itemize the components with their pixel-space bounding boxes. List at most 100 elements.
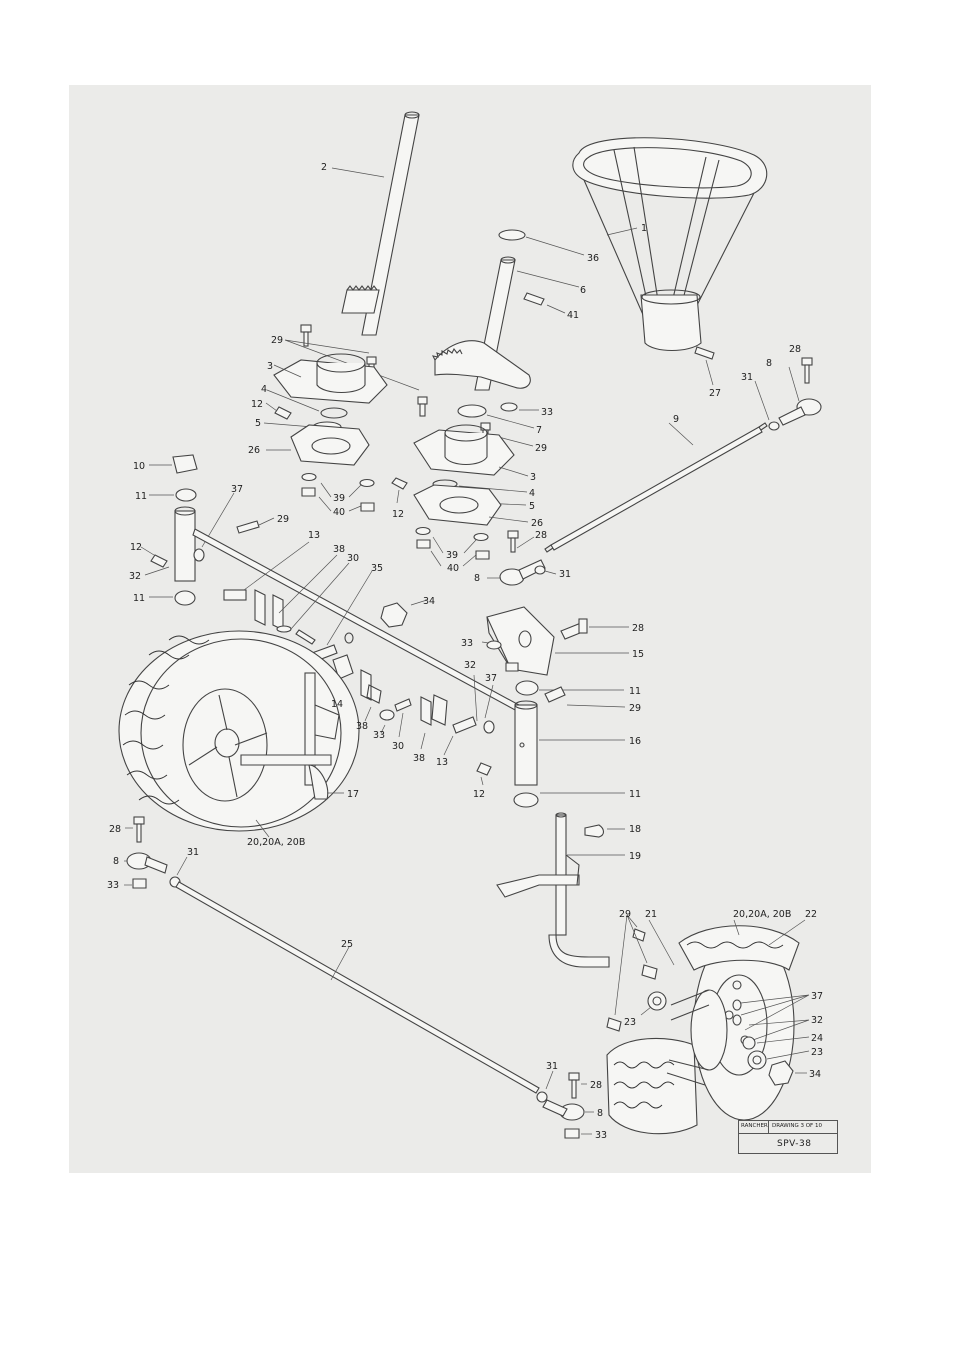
callout: 28	[632, 623, 644, 634]
callout: 41	[567, 310, 579, 321]
callout: 39	[446, 550, 458, 561]
title-block: RANCHER DRAWING 3 OF 10 SPV-38	[738, 1120, 838, 1154]
callout: 33	[107, 880, 119, 891]
grease-fitting-12-left	[275, 407, 291, 419]
callout: 31	[187, 847, 199, 858]
callout: 30	[392, 741, 404, 752]
callout: 23	[811, 1047, 823, 1058]
callout: 15	[632, 649, 644, 660]
callout: 40	[333, 507, 345, 518]
callout: 9	[673, 414, 679, 425]
callout: 27	[709, 388, 721, 399]
callout: 33	[541, 407, 553, 418]
nut-31-mid	[535, 566, 545, 574]
steering-column	[342, 112, 419, 335]
callout: 8	[597, 1108, 603, 1119]
sector-shaft	[433, 257, 530, 390]
bolt-29-right-low	[545, 687, 565, 702]
title-block-header: RANCHER DRAWING 3 OF 10	[739, 1121, 837, 1134]
steering-wheel	[573, 138, 767, 351]
callout: 19	[629, 851, 641, 862]
callout: 4	[261, 384, 267, 395]
callout: 4	[529, 488, 535, 499]
pin-27	[695, 347, 714, 359]
callout: 38	[413, 753, 425, 764]
callout: 2	[321, 162, 327, 173]
washer-30-upper	[277, 626, 291, 632]
callout: 31	[559, 569, 571, 580]
drawing-sheet: 1 2 36 6 41 29 27 28 8 31 3 4 12 5 26 33…	[69, 85, 871, 1173]
callout: 1	[641, 223, 647, 234]
callout: 26	[531, 518, 543, 529]
washer-36	[499, 230, 525, 240]
key-18	[585, 825, 604, 837]
callout: 14	[331, 699, 343, 710]
callout: 21	[645, 909, 657, 920]
callout: 12	[392, 509, 404, 520]
tie-rod-25	[176, 882, 539, 1093]
flange-plate-26-right	[414, 485, 501, 525]
title-block-drawing-number: DRAWING 3 OF 10	[769, 1121, 837, 1133]
nut-33-lower-right	[565, 1129, 579, 1138]
axle-beam-left-housing	[175, 507, 195, 581]
bushing-11-top-left	[176, 489, 196, 501]
callout: 28	[789, 344, 801, 355]
callout: 29	[619, 909, 631, 920]
washer-33-arm	[487, 641, 501, 649]
callout: 20,20A, 20B	[247, 837, 305, 848]
pin-13-upper	[224, 590, 246, 600]
callout: 29	[277, 514, 289, 525]
callout: 5	[255, 418, 261, 429]
nut-34-axle	[381, 603, 407, 627]
bracket-38-upper	[255, 590, 283, 630]
callout: 37	[485, 673, 497, 684]
bearing-23-right	[748, 1051, 766, 1069]
callout: 40	[447, 563, 459, 574]
callout: 33	[461, 638, 473, 649]
flange-plate-26-left	[291, 425, 369, 465]
callout: 29	[535, 443, 547, 454]
bushing-11-bottom-left	[175, 591, 195, 605]
bolt-28-lower-right	[569, 1073, 579, 1098]
callout: 35	[371, 563, 383, 574]
ball-joint-8-upper	[779, 399, 821, 425]
bolt-29-upper-right	[418, 397, 427, 416]
bolt-28-upper	[802, 358, 812, 383]
callout: 11	[629, 789, 641, 800]
washer-37-left	[194, 549, 204, 561]
ball-joint-8-lower-left	[127, 853, 167, 873]
callout: 29	[629, 703, 641, 714]
callout: 28	[590, 1080, 602, 1091]
callout: 12	[130, 542, 142, 553]
callout: 3	[530, 472, 536, 483]
grease-fitting-12-left-low	[151, 555, 167, 567]
callout: 17	[347, 789, 359, 800]
ball-joint-8-lower-right	[543, 1100, 584, 1120]
washer-30-lower	[395, 699, 411, 711]
callout: 24	[811, 1033, 823, 1044]
callout: 8	[113, 856, 119, 867]
bushing-11-top-right	[516, 681, 538, 695]
bracket-3-right	[414, 425, 514, 475]
pin-41	[524, 293, 544, 305]
drag-link-9	[545, 423, 767, 552]
callout: 23	[624, 1017, 636, 1028]
bolt-28-mid	[508, 531, 518, 552]
callout: 11	[133, 593, 145, 604]
washer-small	[345, 633, 353, 643]
callout: 16	[629, 736, 641, 747]
cap-10	[173, 455, 197, 473]
washer-33-lower	[380, 710, 394, 720]
callout: 13	[436, 757, 448, 768]
callout: 11	[135, 491, 147, 502]
callout: 8	[766, 358, 772, 369]
nut-33-arm	[506, 663, 518, 671]
nut-31-lower-right	[537, 1092, 547, 1102]
callout: 34	[809, 1069, 821, 1080]
snap-ring-4-left	[321, 408, 347, 418]
washer-37-right	[484, 721, 494, 733]
callout: 25	[341, 939, 353, 950]
kingpin-housing-16	[515, 701, 537, 785]
callout: 37	[811, 991, 823, 1002]
callout: 32	[464, 660, 476, 671]
